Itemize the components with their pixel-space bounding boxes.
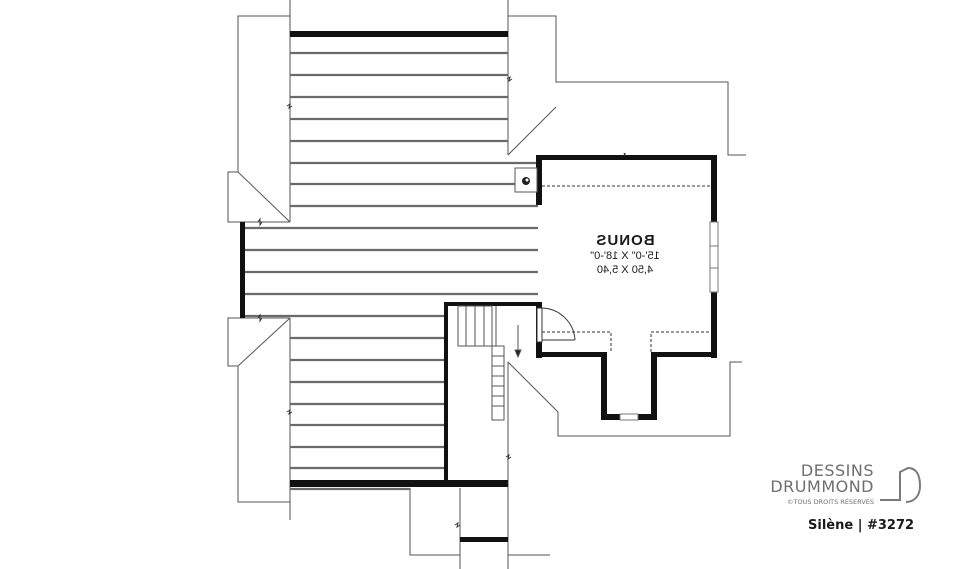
roof-outline-right-top [508,15,746,156]
brand-logo: DESSINS DRUMMOND ©TOUS DROITS RÉSERVÉS [752,462,922,542]
brand-copyright: ©TOUS DROITS RÉSERVÉS [787,498,874,506]
room-label-bonus: BONUS 15'-0" X 18'-0" 4,50 X 5,40 [560,232,690,277]
model-number: #3272 [866,518,915,533]
roof-outline-left-bottom [227,317,291,520]
stairs [457,305,522,421]
drummond-d-icon [880,466,922,503]
door-swing [536,307,576,343]
knee-wall-lines [542,185,711,352]
caption-separator: | [857,518,863,533]
roof-rafters [244,51,538,491]
vent-icon [514,167,538,193]
windows [619,221,719,421]
room-dim-imperial: 15'-0" X 18'-0" [590,250,660,262]
roof-outline-left-top [227,0,291,223]
room-dim-metric: 4,50 X 5,40 [596,264,654,276]
model-name: Silène [808,518,854,533]
room-name: BONUS [595,232,655,249]
walls [240,31,717,542]
plan-caption: Silène | #3272 [808,518,914,533]
brand-line2: DRUMMOND [770,477,874,496]
brand-line1: DESSINS [800,461,874,480]
